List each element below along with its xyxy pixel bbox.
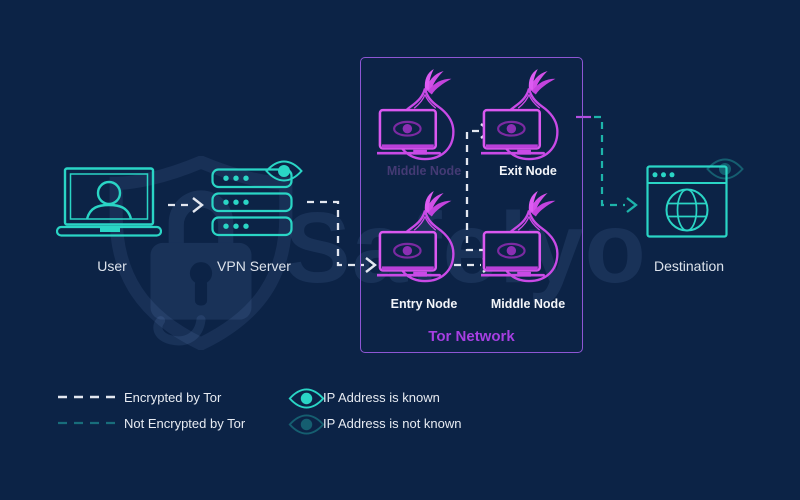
- user-label: User: [97, 258, 127, 274]
- tor-middle-node-top-icon: [377, 69, 455, 161]
- tor-entry-node-label: Entry Node: [390, 297, 458, 311]
- destination-label: Destination: [653, 258, 725, 274]
- tor-network-box: [360, 57, 583, 353]
- user-laptop-icon: [56, 167, 162, 237]
- tor-exit-node-icon: [481, 69, 559, 161]
- tor-middle-node-top-label: Middle Node: [386, 164, 462, 178]
- vpn-eye-ip-known-icon: [265, 160, 303, 182]
- vpn-server-label: VPN Server: [217, 258, 291, 274]
- legend-ip-known-label: IP Address is known: [323, 390, 440, 405]
- destination-browser-icon: [646, 165, 728, 238]
- tor-entry-node-icon: [377, 191, 455, 283]
- legend-not-encrypted-dash-sample: [58, 421, 118, 425]
- watermark-brand-text: Safelyo: [284, 192, 647, 304]
- vpn-server-icon: [211, 168, 293, 237]
- legend-not-encrypted-label: Not Encrypted by Tor: [124, 416, 246, 431]
- destination-eye-ip-not-known-icon: [706, 158, 744, 180]
- legend-eye-not-known-icon: [288, 414, 325, 435]
- tor-middle-node-bottom-icon: [481, 191, 559, 283]
- legend-ip-not-known-label: IP Address is not known: [323, 416, 462, 431]
- legend-encrypted-dash-sample: [58, 395, 118, 399]
- tor-middle-node-bottom-label: Middle Node: [490, 297, 566, 311]
- legend-encrypted-label: Encrypted by Tor: [124, 390, 222, 405]
- tor-exit-node-label: Exit Node: [499, 164, 557, 178]
- watermark-shield-lock-logo: [109, 156, 293, 350]
- legend-eye-known-icon: [288, 388, 325, 409]
- tor-network-title: Tor Network: [428, 328, 515, 345]
